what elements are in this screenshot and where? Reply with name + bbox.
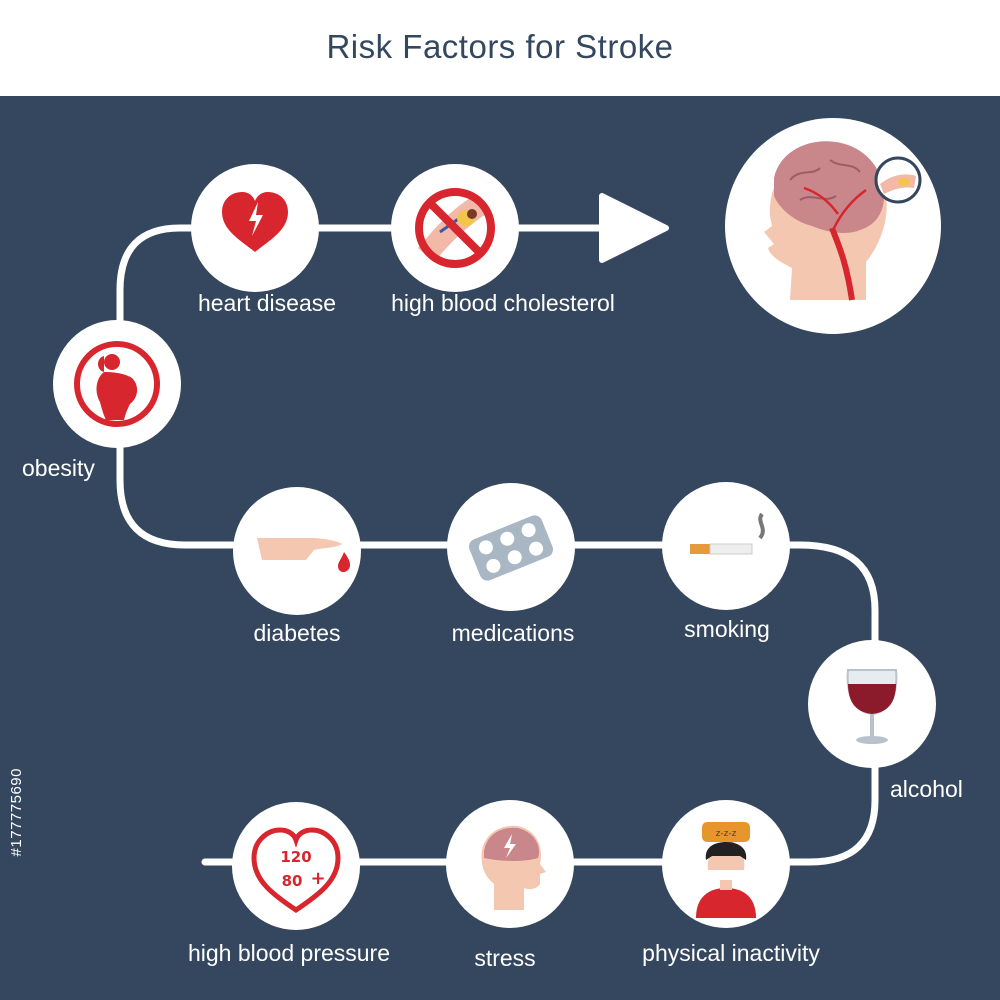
label-high-blood-cholesterol: high blood cholesterol [391, 290, 615, 316]
label-high-blood-pressure: high blood pressure [187, 940, 391, 966]
label-obesity: obesity [22, 455, 95, 481]
label-smoking: smoking [684, 616, 770, 642]
heart-pressure-icon: 120 80 + [251, 827, 341, 914]
node-high-blood-cholesterol [391, 164, 519, 292]
label-medications: medications [451, 620, 575, 646]
node-obesity [53, 320, 181, 448]
node-smoking [662, 482, 790, 610]
node-medications [447, 483, 575, 611]
node-diabetes [233, 487, 361, 615]
plus-sign: + [310, 868, 325, 889]
flow-arrow-icon [599, 193, 669, 263]
stroke-brain-head-icon [764, 141, 922, 301]
connector-path [116, 224, 879, 866]
wine-glass-icon [846, 669, 898, 744]
cigarette-icon [690, 512, 765, 555]
node-heart-disease [191, 164, 319, 292]
node-physical-inactivity: z-z-z [662, 800, 790, 928]
blood-drop-finger-icon [257, 538, 351, 573]
systolic-value: 120 [280, 848, 311, 866]
heart-bolt-icon [222, 192, 288, 252]
stressed-head-icon [481, 825, 546, 910]
node-high-blood-pressure: 120 80 + [232, 802, 360, 930]
header: Risk Factors for Stroke [0, 0, 1000, 96]
pill-blister-icon [469, 515, 553, 581]
label-heart-disease: heart disease [197, 290, 337, 316]
page-title: Risk Factors for Stroke [326, 28, 674, 65]
stock-id: #177775690 [8, 768, 25, 857]
sleep-bubble-text: z-z-z [716, 829, 737, 839]
label-physical-inactivity: physical inactivity [642, 940, 820, 966]
node-stress [446, 800, 574, 928]
stroke-outcome [725, 118, 941, 334]
label-stress: stress [474, 945, 536, 971]
diastolic-value: 80 [282, 872, 303, 890]
label-alcohol: alcohol [890, 776, 963, 802]
obese-person-icon [74, 341, 160, 427]
sleeping-person-icon: z-z-z [696, 822, 756, 918]
blocked-artery-icon [415, 188, 495, 268]
label-diabetes: diabetes [253, 620, 341, 646]
node-alcohol [808, 640, 936, 768]
